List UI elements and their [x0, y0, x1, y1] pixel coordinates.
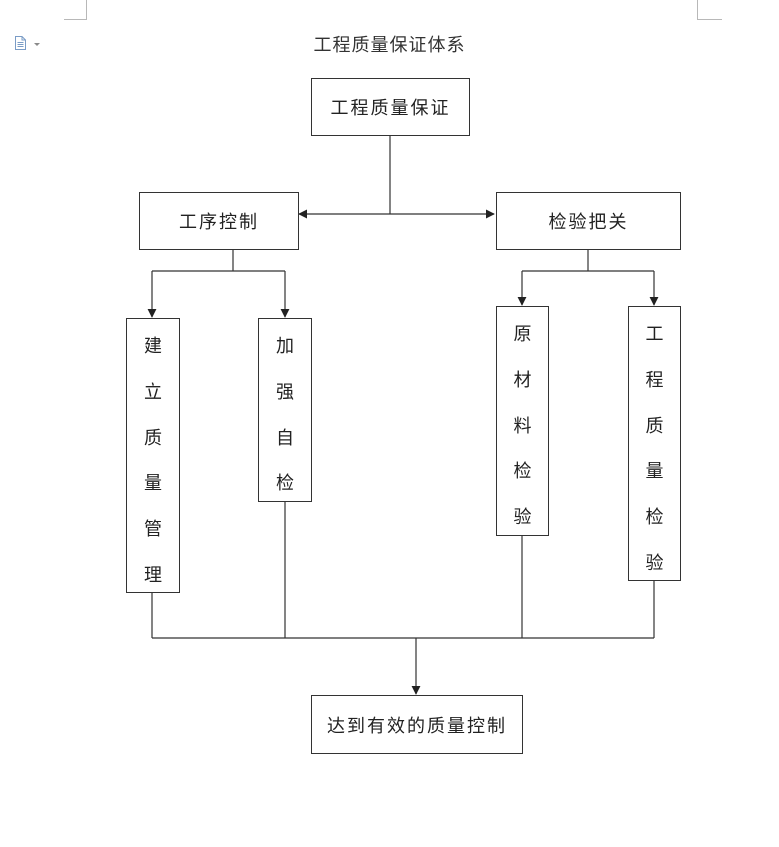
node-result: 达到有效的质量控制: [311, 695, 523, 754]
node-quality-management-label: 建立质量管理: [144, 324, 162, 592]
vertical-char: 质: [645, 415, 664, 437]
vertical-char: 验: [645, 552, 664, 574]
node-material-inspection: 原材料检验: [496, 306, 549, 536]
vertical-char: 料: [513, 415, 532, 437]
chevron-down-icon: [34, 43, 40, 46]
node-process-control-label: 工序控制: [179, 212, 259, 233]
vertical-char: 检: [513, 461, 532, 483]
vertical-char: 材: [513, 369, 532, 391]
vertical-char: 管: [144, 519, 162, 541]
node-inspection-label: 检验把关: [548, 212, 629, 233]
node-process-control: 工序控制: [139, 192, 299, 250]
vertical-char: 量: [645, 461, 664, 483]
vertical-char: 强: [276, 381, 294, 403]
node-root-label: 工程质量保证: [330, 98, 451, 119]
document-icon[interactable]: [14, 35, 42, 51]
vertical-char: 检: [645, 507, 664, 529]
node-engineering-inspection-label: 工程质量检验: [646, 312, 664, 580]
vertical-char: 质: [144, 427, 162, 449]
vertical-char: 自: [276, 427, 294, 449]
node-result-label: 达到有效的质量控制: [327, 715, 507, 737]
node-engineering-inspection: 工程质量检验: [628, 306, 681, 581]
vertical-char: 加: [276, 336, 294, 357]
page-title: 工程质量保证体系: [313, 35, 466, 56]
node-inspection: 检验把关: [496, 192, 681, 250]
vertical-char: 验: [513, 507, 532, 529]
crop-mark-right: [697, 0, 722, 20]
node-self-check-label: 加强自检: [276, 324, 294, 501]
vertical-char: 工: [645, 324, 664, 345]
vertical-char: 理: [144, 564, 162, 586]
node-quality-management: 建立质量管理: [126, 318, 180, 593]
vertical-char: 建: [144, 336, 162, 357]
vertical-char: 检: [276, 473, 294, 495]
vertical-char: 程: [645, 369, 664, 391]
crop-mark-left: [64, 0, 87, 20]
document-icon-graphic: [15, 36, 40, 50]
vertical-char: 原: [513, 324, 532, 345]
vertical-char: 量: [144, 473, 162, 495]
node-material-inspection-label: 原材料检验: [514, 312, 532, 535]
vertical-char: 立: [144, 381, 162, 403]
node-self-check: 加强自检: [258, 318, 312, 502]
node-root: 工程质量保证: [311, 78, 470, 136]
